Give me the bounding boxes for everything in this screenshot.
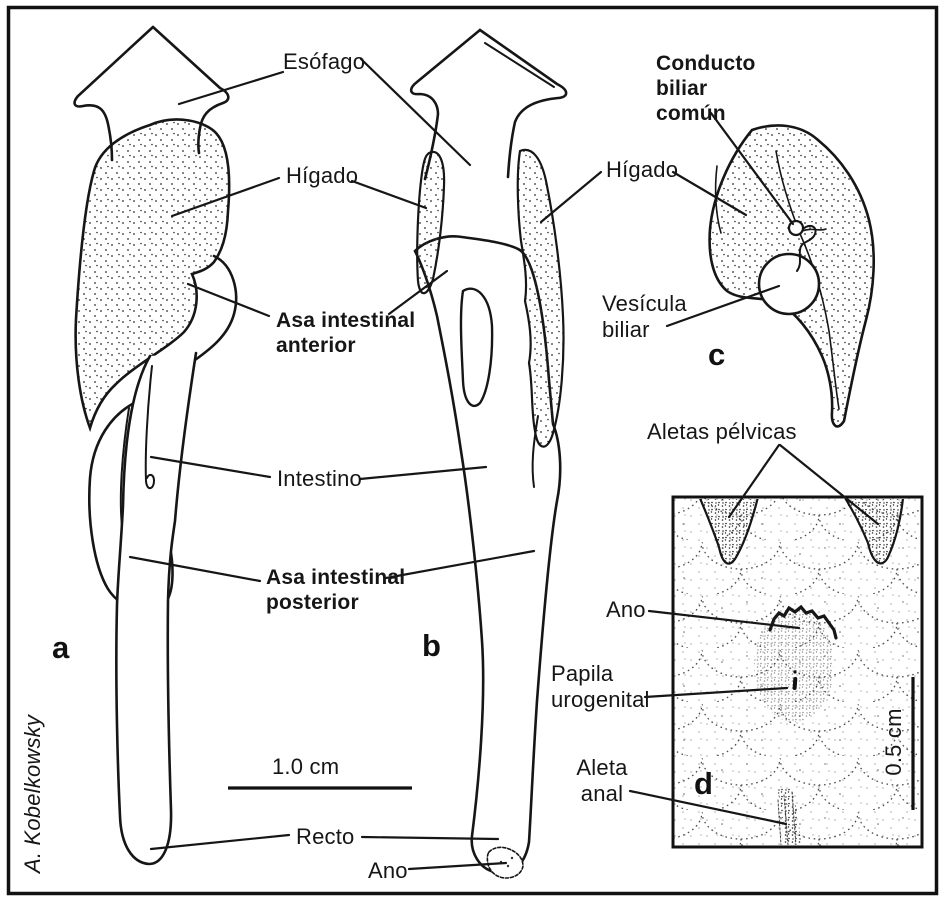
leader-asa-anterior-b (387, 269, 449, 316)
gallbladder-c (757, 252, 821, 316)
label-aletas-pelvicas: Aletas pélvicas (647, 419, 797, 444)
label-ano-inset: Ano (606, 597, 646, 622)
esophagus-b-fold (484, 42, 555, 88)
leader-recto-a (149, 833, 291, 851)
label-higado-right: Hígado (606, 157, 679, 182)
bile-duct-c (796, 225, 817, 272)
scale-label-inset: 0.5 cm (881, 708, 907, 776)
figure-border (6, 5, 939, 896)
label-higado-left: Hígado (286, 163, 359, 188)
label-esofago: Esófago (283, 49, 366, 74)
leader-higado-left-b (350, 179, 428, 210)
panel-letter-a: a (52, 630, 70, 665)
label-papila-urogenital: Papila urogenital (551, 661, 650, 712)
panel-b-drawing (409, 28, 568, 879)
label-ano-main: Ano (368, 858, 408, 883)
liver-b-right (516, 148, 565, 448)
scale-label-main: 1.0 cm (272, 754, 340, 779)
leader-ano-b (407, 861, 508, 871)
label-vesicula-biliar: Vesícula biliar (602, 291, 687, 342)
label-asa-intestinal-posterior: Asa intestinal posterior (266, 566, 406, 614)
leader-esofago-b (359, 57, 472, 167)
leader-lines (128, 57, 880, 871)
liver-a (74, 118, 231, 433)
leader-vesicula-c (665, 284, 781, 328)
leader-higado-right-b (539, 170, 603, 224)
leader-aletas-right (778, 443, 880, 526)
leader-higado-left-a (170, 176, 281, 218)
leader-higado-right-c (671, 170, 748, 217)
urogenital-papilla-d (792, 677, 798, 690)
anterior-loop-a (193, 254, 238, 362)
label-recto: Recto (296, 824, 355, 849)
leader-asa-posterior-b (384, 549, 536, 580)
pelvic-fin-left-d (699, 499, 759, 565)
pelvic-fin-right-d (844, 499, 904, 565)
anus-crest-d (768, 604, 838, 640)
label-conducto-biliar-comun: Conducto biliar común (656, 52, 756, 125)
label-asa-intestinal-anterior: Asa intestinal anterior (276, 309, 416, 357)
anal-fin-d (777, 786, 802, 845)
bile-duct-branch-c (801, 228, 827, 232)
label-intestino: Intestino (277, 466, 362, 491)
esophagus-a-right (151, 25, 230, 155)
liver-c-crease (714, 165, 722, 234)
panel-letter-d: d (694, 766, 713, 801)
leader-papila-inset (643, 686, 789, 699)
panel-d-inset (671, 495, 924, 849)
author-credit: A. Kobelkowsky (20, 714, 46, 874)
liver-b-left (416, 150, 446, 295)
panel-letter-b: b (422, 628, 441, 663)
inset-border (671, 495, 924, 849)
leader-intestino-b (358, 465, 488, 481)
leader-esofago-a (177, 70, 285, 106)
leader-aletas-left (727, 443, 781, 519)
esophagus-b-right (478, 28, 568, 179)
leader-ano-inset (647, 609, 801, 630)
leader-recto-b (360, 835, 500, 841)
leader-aleta-anal-inset (628, 789, 788, 826)
intestine-fold-a (144, 365, 156, 490)
leader-conducto-c (709, 111, 795, 226)
loop-opening-b (459, 287, 494, 408)
anus-area-d (754, 608, 834, 722)
label-aleta-anal: Aleta anal (576, 755, 628, 806)
leader-asa-anterior-a (186, 282, 271, 318)
esophagus-a-left (73, 25, 155, 162)
panel-a-drawing (73, 25, 238, 866)
leader-asa-posterior-a (128, 555, 262, 583)
leader-intestino-a (149, 455, 272, 479)
panel-c-drawing (708, 124, 875, 428)
intestine-tube-a (115, 351, 198, 866)
anal-fin-rays-d (777, 791, 797, 845)
esophagus-b-left (409, 28, 482, 181)
panel-letter-c: c (708, 337, 726, 372)
